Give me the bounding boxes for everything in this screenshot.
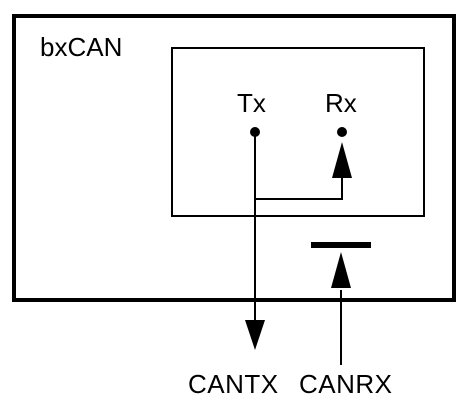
block-label: bxCAN — [40, 32, 123, 62]
cantx-arrow-icon — [245, 320, 265, 350]
disconnect-bar — [311, 242, 371, 248]
cantx-label: CANTX — [188, 369, 279, 399]
inner-block — [171, 47, 425, 217]
canrx-label: CANRX — [299, 369, 393, 399]
rx-arrow-icon — [332, 142, 352, 178]
tx-label: Tx — [237, 88, 266, 118]
rx-label: Rx — [325, 88, 357, 118]
loopback-line — [255, 168, 343, 200]
canrx-arrow-icon — [331, 252, 351, 288]
bxcan-outer-block — [12, 14, 456, 302]
rx-pin-dot — [337, 127, 347, 137]
